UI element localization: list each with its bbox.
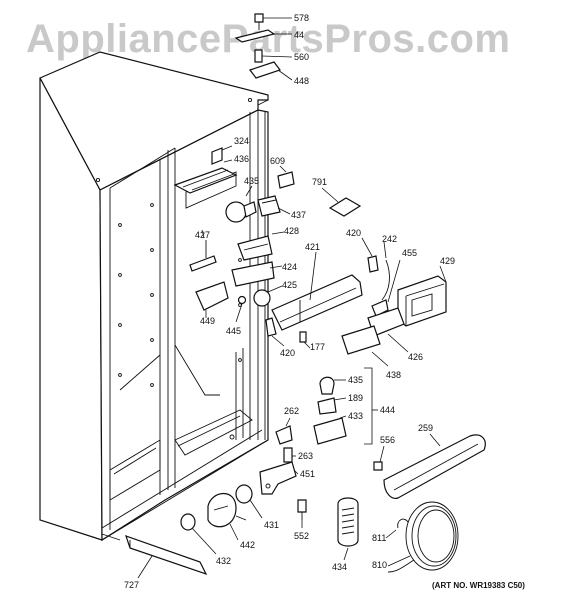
control-424 [231,261,283,287]
callout-428: 428 [284,226,299,236]
callout-455: 455 [402,248,417,258]
callout-432: 432 [216,556,231,566]
callout-420-bottom: 420 [280,348,295,358]
bracket-420-top [361,237,379,273]
callout-420-top: 420 [346,228,361,238]
cam-431 [235,484,263,519]
callout-444: 444 [380,405,395,415]
callout-552: 552 [294,531,309,541]
plate-438 [341,325,389,367]
callout-609: 609 [270,156,285,166]
callout-451: 451 [300,469,315,479]
callout-435-light: 435 [348,375,363,385]
callout-436: 436 [234,154,249,164]
bulb-and-socket [225,165,295,223]
light-assembly-444 [313,367,378,445]
callout-242: 242 [382,234,397,244]
callout-324: 324 [234,136,249,146]
callout-425: 425 [282,280,297,290]
control-housing-421 [271,251,363,331]
callout-560: 560 [294,52,309,62]
dispenser-cover-259 [383,433,486,499]
callout-810: 810 [372,560,387,570]
callout-262: 262 [284,406,299,416]
tubing-810 [387,501,459,573]
refrigerator-cabinet [39,51,269,542]
screw-177 [299,331,311,349]
clip-811 [385,518,409,539]
callout-189: 189 [348,393,363,403]
callout-259: 259 [418,423,433,433]
screw-552 [297,499,307,528]
hinge-451 [259,461,299,495]
callout-437: 437 [291,210,306,220]
callout-435-top: 435 [244,176,259,186]
wire-242 [381,241,390,301]
bracket-449 [195,281,229,318]
callout-429: 429 [440,256,455,266]
callout-445: 445 [226,326,241,336]
callout-434: 434 [332,562,347,572]
dispenser-module-429 [397,265,447,327]
callout-431: 431 [264,520,279,530]
part-445 [235,295,247,323]
bracket-262 [275,417,293,445]
bracket-420-bottom [265,317,285,347]
cover-434 [337,497,359,561]
callout-421: 421 [305,242,320,252]
callout-424: 424 [282,262,297,272]
callout-727: 727 [124,580,139,590]
art-number: (ART NO. WR19383 C50) [432,581,525,590]
callout-578: 578 [294,13,309,23]
callout-labels: 578 44 560 448 324 436 609 435 437 791 4… [124,13,455,590]
knob-425 [253,285,283,307]
callout-791: 791 [312,177,327,187]
callout-433: 433 [348,411,363,421]
callout-438: 438 [386,370,401,380]
wire-harness-428 [237,231,285,261]
grille-727 [125,535,208,579]
callout-177: 177 [310,342,325,352]
clip-556 [373,445,385,471]
callout-442: 442 [240,540,255,550]
connector-455 [371,259,401,317]
callout-448: 448 [294,76,309,86]
callout-449: 449 [200,316,215,326]
light-housing-436 [173,145,238,194]
callout-811: 811 [372,533,386,543]
pin-263 [283,447,296,463]
pad-791 [321,187,362,217]
wire-harness-427 [189,229,217,272]
wheel-442 [207,492,247,541]
callout-427: 427 [195,230,210,240]
callout-556: 556 [380,435,395,445]
callout-263: 263 [298,451,313,461]
callout-426: 426 [408,352,423,362]
callout-44: 44 [294,30,304,40]
top-hinge-assembly [234,13,293,81]
cap-432 [180,513,217,555]
